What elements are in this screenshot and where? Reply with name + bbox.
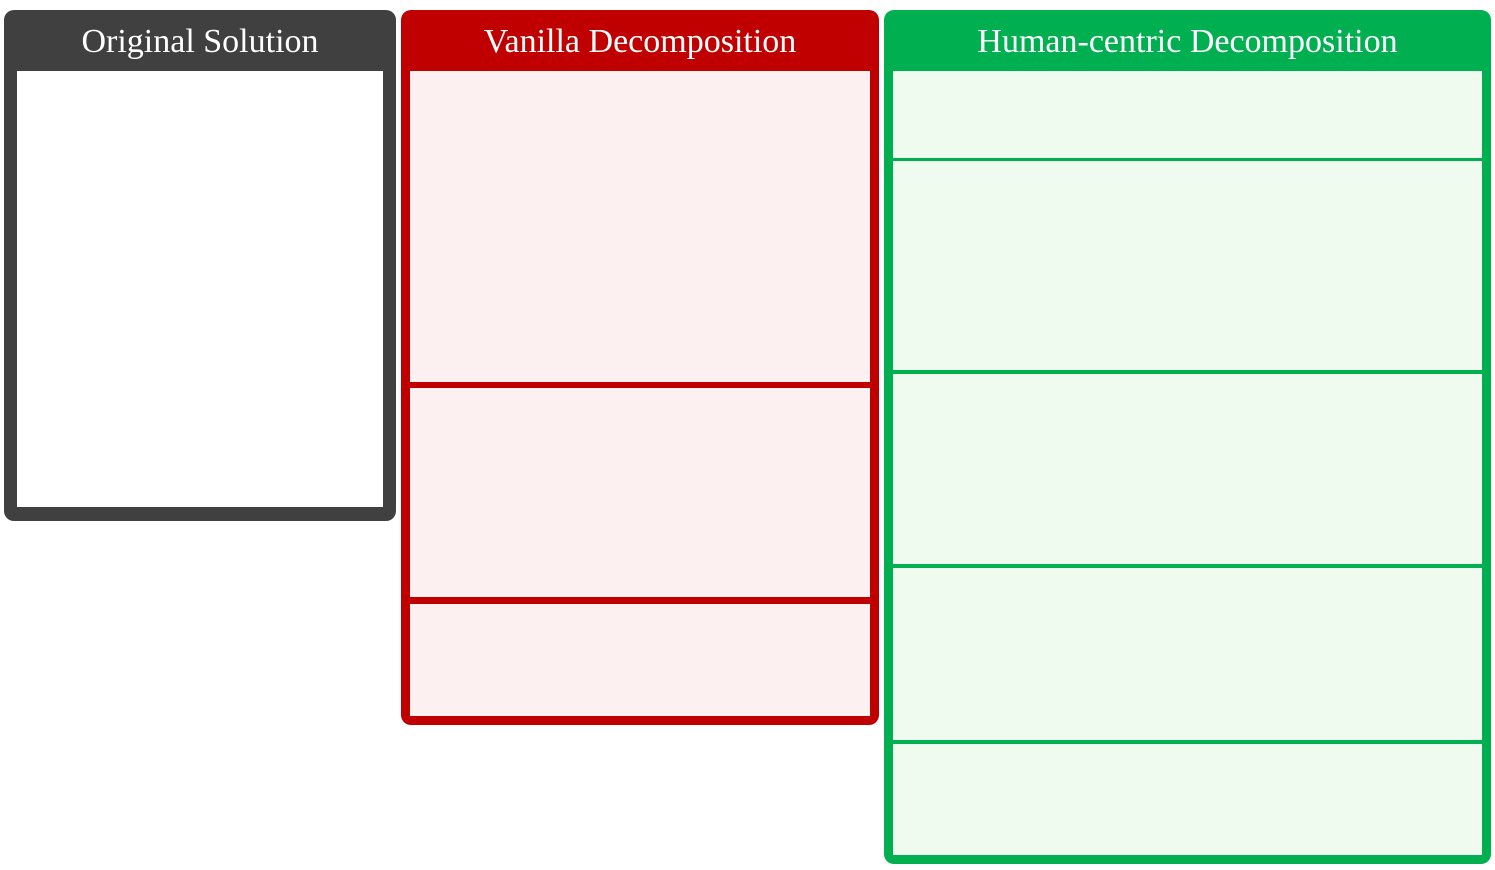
human-code-box-2 <box>893 161 1482 370</box>
code-block <box>893 744 1482 749</box>
code-block <box>410 604 870 609</box>
human-code-box-3 <box>893 374 1482 564</box>
code-block <box>893 71 1482 76</box>
code-block <box>410 388 870 393</box>
code-block <box>893 161 1482 166</box>
human-code-box-5 <box>893 744 1482 855</box>
original-solution-title: Original Solution <box>81 23 319 60</box>
vanilla-code-box-1 <box>410 71 870 382</box>
code-block <box>893 374 1482 379</box>
code-block <box>893 568 1482 573</box>
human-centric-decomposition-panel: Human-centric Decomposition <box>884 10 1491 864</box>
human-code-box-4 <box>893 568 1482 740</box>
original-code-box <box>17 71 383 507</box>
vanilla-decomposition-title: Vanilla Decomposition <box>483 23 797 60</box>
original-solution-panel: Original Solution <box>4 10 396 521</box>
vanilla-code-box-2 <box>410 388 870 597</box>
code-block <box>410 71 870 76</box>
code-block <box>17 71 383 77</box>
human-code-box-1 <box>893 71 1482 158</box>
vanilla-code-box-3 <box>410 604 870 716</box>
human-centric-decomposition-title: Human-centric Decomposition <box>977 23 1398 60</box>
vanilla-decomposition-panel: Vanilla Decomposition <box>401 10 879 725</box>
